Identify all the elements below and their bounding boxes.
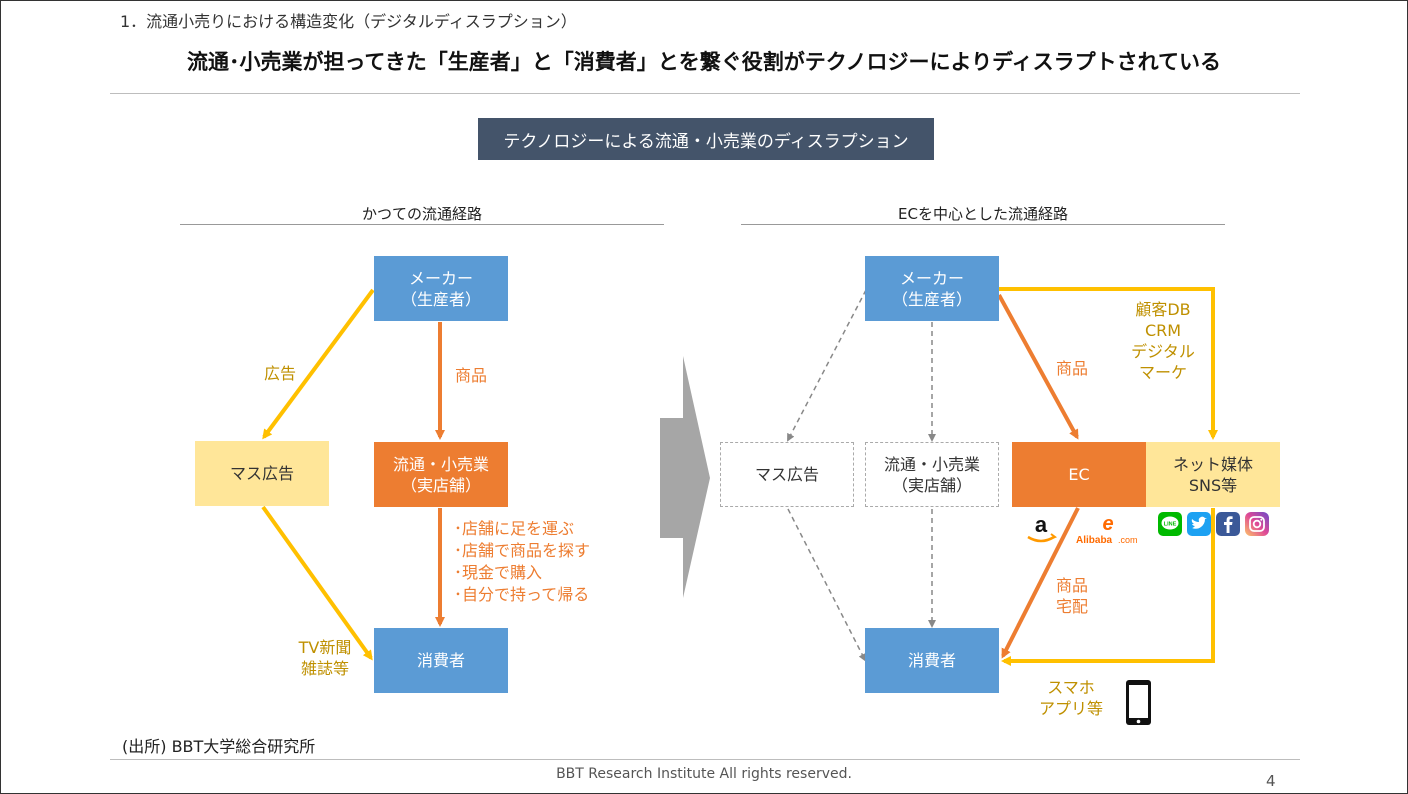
left-label-media-line2: 雑誌等 <box>300 659 349 678</box>
line-icon-text: LINE <box>1164 522 1177 528</box>
right-retail-box: 流通・小売業 （実店舗） <box>865 442 999 507</box>
left-label-goods: 商品 <box>454 366 487 385</box>
left-panel-divider <box>180 224 664 225</box>
arrow-net-media-to-consumer <box>1001 508 1215 666</box>
crm-line: CRM <box>1144 321 1182 340</box>
arrow-mass-ad-to-consumer <box>261 505 373 661</box>
right-maker-sub: （生産者） <box>891 289 972 309</box>
right-consumer-box: 消費者 <box>865 628 999 693</box>
twitter-icon <box>1187 512 1211 536</box>
right-panel-title: ECを中心とした流通経路 <box>898 205 1068 223</box>
arrow-ec-to-consumer <box>1001 507 1080 659</box>
alibaba-logo-domain: .com <box>1118 535 1138 545</box>
crm-line: 顧客DB <box>1135 300 1191 319</box>
arrow-maker-to-ec <box>997 294 1079 440</box>
store-action-item: ･店舗に足を運ぶ <box>454 519 575 538</box>
facebook-icon <box>1216 512 1240 536</box>
right-maker-box: メーカー （生産者） <box>865 256 999 321</box>
left-label-media-line1: TV新聞 <box>298 638 352 657</box>
header-divider <box>110 93 1300 94</box>
alibaba-logo-mark: e <box>1102 513 1113 535</box>
left-label-media: TV新聞 雑誌等 <box>288 637 362 679</box>
right-panel-divider <box>741 224 1225 225</box>
big-arrow-icon <box>660 356 710 598</box>
store-action-item: ･現金で購入 <box>454 563 543 582</box>
right-retail-sub: （実店舗） <box>891 475 972 495</box>
left-mass-ad-box: マス広告 <box>195 441 329 506</box>
right-mass-ad-box: マス広告 <box>720 442 854 507</box>
left-maker-box: メーカー （生産者） <box>374 256 508 321</box>
app-line: アプリ等 <box>1038 699 1103 718</box>
app-line: スマホ <box>1047 678 1095 697</box>
source-note: (出所) BBT大学総合研究所 <box>122 737 316 756</box>
right-label-app: スマホ アプリ等 <box>1030 677 1112 719</box>
alibaba-logo-text: Alibaba <box>1076 535 1113 546</box>
right-net-media-label: ネット媒体 <box>1172 454 1253 474</box>
title-banner: テクノロジーによる流通・小売業のディスラプション <box>478 118 934 160</box>
arrow-maker-to-mass-ad <box>262 288 375 440</box>
amazon-logo-icon: a <box>1024 510 1058 546</box>
line-icon: LINE <box>1158 512 1182 536</box>
left-maker-label: メーカー <box>408 268 473 288</box>
delivery-line: 商品 <box>1055 576 1088 595</box>
crm-line: デジタル <box>1131 342 1195 361</box>
copyright-footer: BBT Research Institute All rights reserv… <box>556 766 852 782</box>
dashed-mass-ad-to-consumer <box>787 508 866 662</box>
right-label-goods: 商品 <box>1055 359 1088 378</box>
right-net-media-sub: SNS等 <box>1188 475 1238 495</box>
left-label-ad: 広告 <box>263 364 296 383</box>
left-consumer-box: 消費者 <box>374 628 508 693</box>
left-retail-box: 流通・小売業 （実店舗） <box>374 442 508 507</box>
smartphone-icon <box>1126 680 1151 725</box>
page-number: 4 <box>1266 772 1276 790</box>
crm-line: マーケ <box>1138 363 1187 382</box>
store-action-item: ･自分で持って帰る <box>454 585 590 604</box>
footer-divider <box>110 759 1300 760</box>
section-title: 1．流通小売りにおける構造変化（デジタルディスラプション） <box>120 12 577 31</box>
dashed-maker-to-mass-ad <box>787 289 867 442</box>
delivery-line: 宅配 <box>1055 597 1088 616</box>
left-retail-label: 流通・小売業 <box>392 454 489 474</box>
right-label-crm: 顧客DB CRM デジタル マーケ <box>1118 299 1208 383</box>
store-action-item: ･店舗で商品を探す <box>454 541 591 560</box>
left-panel-title: かつての流通経路 <box>361 205 482 223</box>
store-actions-list: ･店舗に足を運ぶ ･店舗で商品を探す ･現金で購入 ･自分で持って帰る <box>454 518 590 606</box>
amazon-logo-letter: a <box>1035 512 1048 537</box>
left-retail-sub: （実店舗） <box>400 475 481 495</box>
instagram-icon <box>1245 512 1269 536</box>
right-ec-box: EC <box>1012 442 1146 507</box>
alibaba-logo-icon: e Alibaba .com <box>1074 510 1144 546</box>
right-maker-label: メーカー <box>899 268 964 288</box>
right-label-delivery: 商品 宅配 <box>1046 575 1098 617</box>
right-net-media-box: ネット媒体 SNS等 <box>1146 442 1280 507</box>
left-maker-sub: （生産者） <box>400 289 481 309</box>
right-retail-label: 流通・小売業 <box>883 454 980 474</box>
slide-headline: 流通･小売業が担ってきた「生産者」と「消費者」とを繋ぐ役割がテクノロジーによりデ… <box>186 50 1222 74</box>
arrow-maker-to-net-media <box>999 287 1218 440</box>
